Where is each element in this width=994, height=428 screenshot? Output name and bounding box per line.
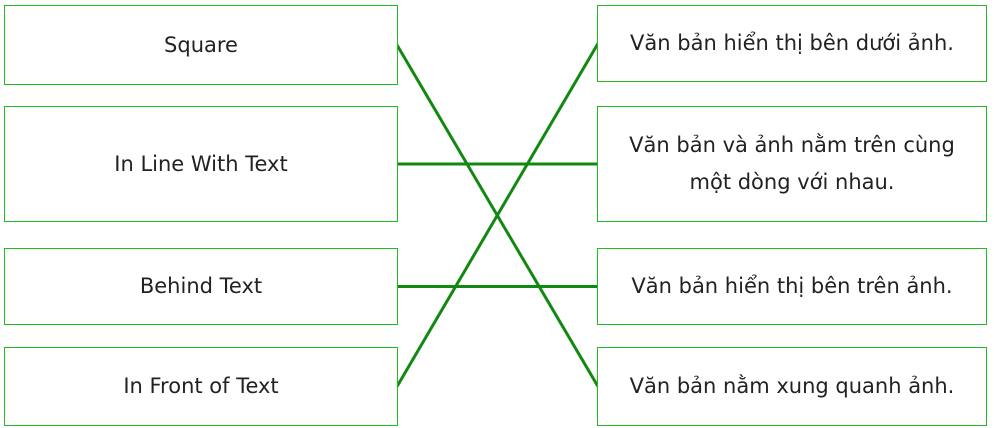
right-item-label: Văn bản và ảnh nằm trên cùng một dòng vớ… [629, 133, 955, 194]
right-item-text-above-image[interactable]: Văn bản hiển thị bên trên ảnh. [597, 248, 987, 325]
left-item-label: Square [164, 32, 238, 57]
right-item-label: Văn bản hiển thị bên trên ảnh. [631, 274, 953, 298]
left-item-label: Behind Text [139, 274, 263, 298]
connector-front-to-below [395, 42, 600, 388]
left-item-in-front-of-text[interactable]: In Front of Text [4, 347, 398, 426]
right-item-label: Văn bản nằm xung quanh ảnh. [629, 374, 955, 398]
right-item-same-line[interactable]: Văn bản và ảnh nằm trên cùng một dòng vớ… [597, 106, 987, 222]
right-item-text-below-image[interactable]: Văn bản hiển thị bên dưới ảnh. [597, 5, 987, 82]
left-item-label: In Front of Text [123, 374, 279, 398]
left-item-behind-text[interactable]: Behind Text [4, 248, 398, 325]
left-item-in-line-with-text[interactable]: In Line With Text [4, 106, 398, 222]
right-item-label: Văn bản hiển thị bên dưới ảnh. [630, 31, 954, 55]
left-item-square[interactable]: Square [4, 5, 398, 85]
right-item-text-surrounding-image[interactable]: Văn bản nằm xung quanh ảnh. [597, 347, 987, 426]
left-item-label: In Line With Text [114, 151, 288, 176]
